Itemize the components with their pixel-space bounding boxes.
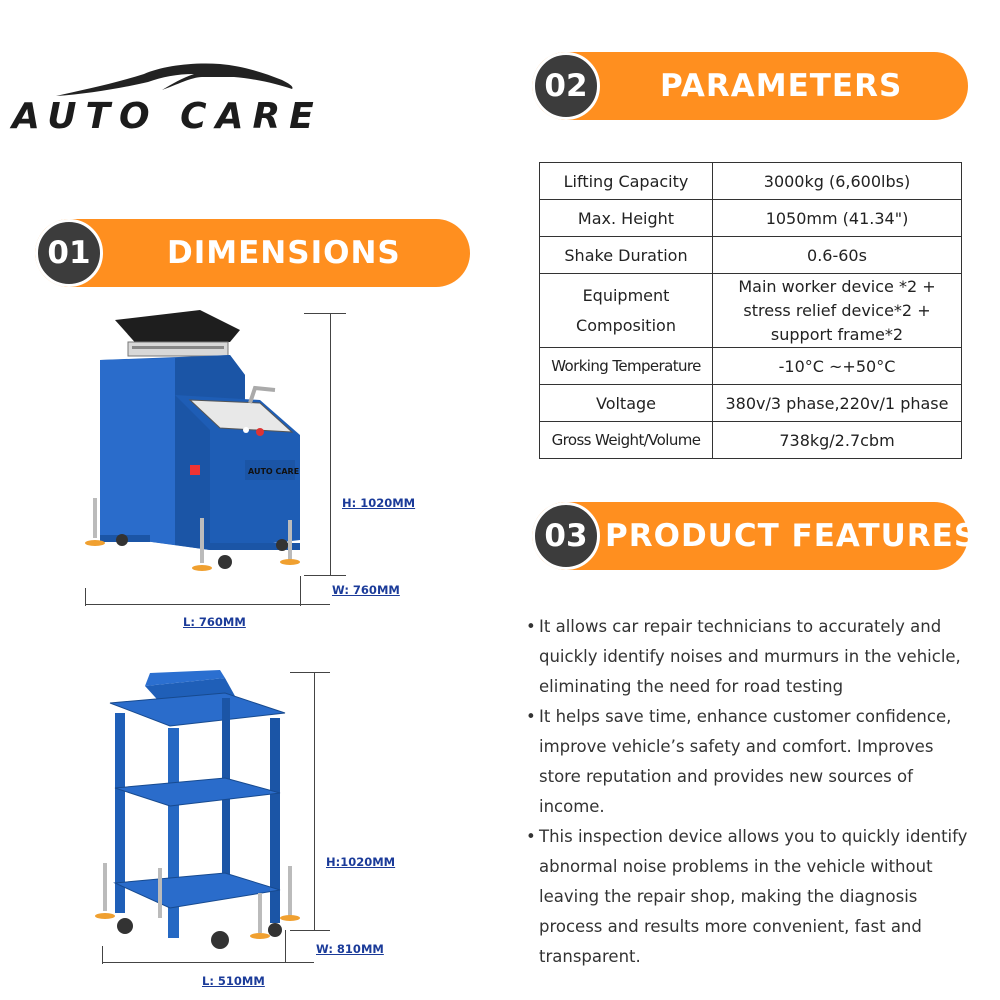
param-label: Equipment Composition [539,273,713,348]
feature-line: abnormal noise problems in the vehicle w… [539,857,933,876]
param-label: Gross Weight/Volume [539,421,713,459]
feature-line: leaving the repair shop, making the diag… [539,887,918,906]
height-dimension-line [330,313,331,575]
section-number: 02 [532,52,600,120]
param-value: 1050mm (41.34") [712,199,962,237]
table-row: Working Temperature -10°C ~+50°C [539,347,962,385]
feature-line: It helps save time, enhance customer con… [539,707,952,726]
param-label: Working Temperature [539,347,713,385]
width-label: W: 810MM [316,942,384,956]
param-value: 738kg/2.7cbm [712,421,962,459]
frame-illustration [95,670,300,949]
feature-line: transparent. [539,947,641,966]
dimension-tick [102,946,103,964]
feature-line: improve vehicle’s safety and comfort. Im… [539,737,934,756]
parameters-table: Lifting Capacity 3000kg (6,600lbs) Max. … [539,162,962,459]
brand-logo: AUTO CARE [12,60,314,145]
param-label: Voltage [539,384,713,422]
param-value-line: stress relief device*2 + [743,300,931,320]
dimension-tick [290,672,330,673]
bullet: • [526,827,536,846]
param-label-line: Composition [576,315,676,335]
param-label-line: Equipment [582,285,670,305]
param-value: -10°C ~+50°C [712,347,962,385]
machine-nameplate: AUTO CARE [248,467,299,476]
table-row: Equipment Composition Main worker device… [539,273,962,348]
table-row: Shake Duration 0.6-60s [539,236,962,274]
param-value: 0.6-60s [712,236,962,274]
length-dimension-line [85,604,330,605]
dimension-tick [304,313,346,314]
length-label: L: 760MM [183,615,246,629]
feature-item: • It allows car repair technicians to ac… [526,612,986,702]
dimension-tick [304,575,346,576]
features-list: • It allows car repair technicians to ac… [526,612,986,972]
section-number: 01 [35,219,103,287]
brand-logo-text: AUTO CARE [12,96,323,137]
length-dimension-line [102,962,314,963]
feature-item: • It helps save time, enhance customer c… [526,702,986,822]
feature-line: store reputation and provides new source… [539,767,913,786]
dimension-tick [85,588,86,606]
table-row: Gross Weight/Volume 738kg/2.7cbm [539,421,962,459]
param-label: Lifting Capacity [539,162,713,200]
width-dimension-line [285,930,286,962]
feature-line: income. [539,797,605,816]
section-title: PARAMETERS [660,68,903,104]
table-row: Lifting Capacity 3000kg (6,600lbs) [539,162,962,200]
table-row: Max. Height 1050mm (41.34") [539,199,962,237]
param-label: Shake Duration [539,236,713,274]
section-title: DIMENSIONS [167,235,401,271]
feature-line: This inspection device allows you to qui… [539,827,968,846]
bullet: • [526,617,536,636]
width-dimension-line [300,576,301,606]
param-value-line: support frame*2 [770,324,904,344]
section-number: 03 [532,502,600,570]
height-dimension-line [314,672,315,930]
car-silhouette-icon [56,63,293,96]
table-row: Voltage 380v/3 phase,220v/1 phase [539,384,962,422]
param-value: 380v/3 phase,220v/1 phase [712,384,962,422]
section-title: PRODUCT FEATURES [605,518,978,554]
machine-illustration: AUTO CARE [85,310,300,571]
section-header-features: 03 PRODUCT FEATURES [532,502,976,570]
feature-line: eliminating the need for road testing [539,677,844,696]
section-header-dimensions: 01 DIMENSIONS [35,219,470,287]
param-value-line: Main worker device *2 + [738,276,936,296]
param-label: Max. Height [539,199,713,237]
feature-line: process and results more convenient, fas… [539,917,922,936]
height-label: H:1020MM [326,855,396,869]
dimension-tick [290,930,330,931]
section-header-parameters: 02 PARAMETERS [532,52,968,120]
height-label: H: 1020MM [342,496,416,510]
bullet: • [526,707,536,726]
width-label: W: 760MM [332,583,400,597]
length-label: L: 510MM [202,974,265,988]
feature-line: quickly identify noises and murmurs in t… [539,647,961,666]
param-value: Main worker device *2 + stress relief de… [712,273,962,348]
param-value: 3000kg (6,600lbs) [712,162,962,200]
feature-item: • This inspection device allows you to q… [526,822,986,972]
feature-line: It allows car repair technicians to accu… [539,617,942,636]
